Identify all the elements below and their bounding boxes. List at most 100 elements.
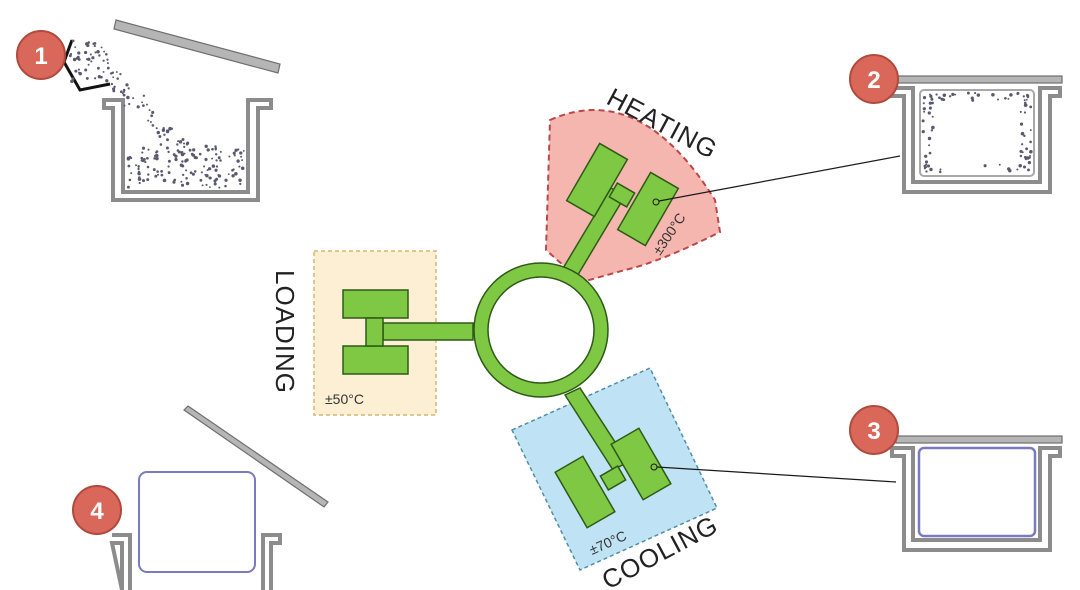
step-3-lid [895,435,1063,444]
step-1-badge: 1 [16,30,66,80]
powder-particle [199,178,203,182]
powder-particle [127,87,130,90]
step-2-heated-mold [890,75,1063,194]
powder-particle [183,145,186,149]
step-4-mold [109,533,282,590]
powder-particle [931,125,935,130]
powder-particle [167,150,170,154]
powder-particle [140,159,144,162]
powder-particle [92,42,95,46]
step-3-mold [890,446,1062,552]
powder-particle [1019,122,1024,126]
powder-particle [193,170,197,173]
powder-particle [100,46,103,49]
powder-particle [954,93,957,96]
powder-particle [929,93,932,96]
powder-particle [930,129,934,132]
powder-particle [966,91,970,95]
powder-particle [928,106,932,110]
powder-particle [242,149,245,152]
powder-particle [112,87,116,91]
powder-particle [1025,147,1029,151]
powder-particle [126,185,130,189]
powder-particle [100,75,103,79]
powder-particle [1023,134,1026,138]
powder-particle [87,63,90,66]
powder-particle [68,54,72,58]
powder-particle [137,177,142,181]
powder-particle [238,165,241,168]
powder-particle [155,127,158,130]
powder-particle [153,157,156,160]
powder-particle [119,72,122,76]
powder-particle [113,85,116,89]
powder-particle [84,68,88,72]
powder-particle [102,59,105,62]
powder-particle [1025,98,1028,101]
step-1-lid [113,19,281,74]
powder-particle [160,173,164,177]
powder-particle [147,148,150,151]
powder-particle [922,96,927,100]
powder-particle [176,149,180,152]
powder-particle [112,76,115,79]
powder-particle [150,114,154,118]
cooling-block-left [554,455,616,529]
powder-particle [180,152,185,157]
powder-particle [205,173,209,178]
powder-particle [951,92,955,97]
powder-particle [224,184,227,188]
loading-label: LOADING [270,270,300,394]
powder-particle [1029,140,1032,144]
powder-particle [151,110,155,114]
powder-particle [215,165,219,168]
powder-particle [188,148,192,152]
powder-particle [942,93,947,97]
powder-particle [148,109,151,112]
step-2-inner-cavity [919,89,1035,177]
powder-particle [1025,104,1028,107]
powder-particle [98,54,101,57]
powder-particle [218,186,221,189]
powder-particle [167,171,171,175]
powder-particle [74,46,77,49]
powder-particle [130,172,133,175]
powder-particle [106,58,109,61]
powder-particle [974,92,977,95]
powder-particle [128,179,131,182]
powder-particle [240,166,245,171]
powder-particle [96,49,100,54]
powder-particle [236,159,240,163]
powder-particle [1009,93,1013,97]
powder-particle [110,82,114,86]
powder-particle [167,165,170,168]
heating-connector [608,182,636,208]
powder-particle [146,156,149,160]
step-4-part [138,471,256,573]
powder-particle [1019,110,1022,113]
heating-block-left [565,142,629,218]
powder-particle [183,152,186,155]
cooling-leader-line [656,466,897,483]
heating-block-right [616,171,680,247]
powder-particle [146,178,150,182]
powder-particle [156,130,160,135]
powder-particle [1020,131,1025,136]
powder-particle [193,155,197,160]
step-1-mold [102,98,273,202]
powder-particle [983,164,987,168]
powder-particle [87,41,90,45]
powder-particle [142,179,145,183]
powder-particle [153,154,157,158]
powder-particle [156,170,159,173]
powder-particle [105,79,109,83]
powder-particle [232,151,236,155]
powder-particle [204,144,208,148]
powder-particle [91,56,95,60]
powder-particle [115,71,118,73]
powder-particle [160,170,163,173]
powder-particle [155,150,159,153]
powder-particle [214,168,218,172]
powder-particle [142,104,145,107]
powder-particle [185,169,188,172]
